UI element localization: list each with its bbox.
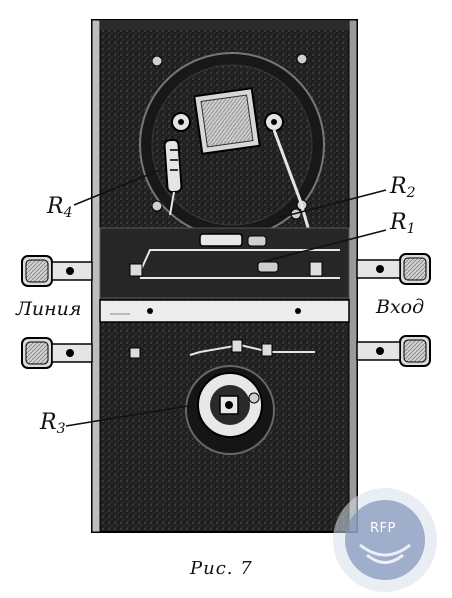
watermark-badge <box>333 488 437 592</box>
label-input: Вход <box>376 296 425 318</box>
r3-leader <box>65 405 189 427</box>
label-r2: R2 <box>390 174 416 201</box>
bnc-connector-icon <box>21 253 431 369</box>
label-r1: R1 <box>390 210 416 237</box>
label-line: Линия <box>16 298 82 320</box>
potentiometer-icon <box>129 339 315 455</box>
middle-board <box>99 208 350 299</box>
figure-caption: Рис. 7 <box>190 558 253 579</box>
watermark-text: RFP <box>370 521 396 536</box>
leader-lines <box>65 169 387 427</box>
r4-leader <box>73 169 161 206</box>
label-r4: R4 <box>47 194 73 221</box>
divider-strip <box>99 299 350 323</box>
resistor-icon <box>163 138 183 216</box>
r2-leader <box>277 189 387 219</box>
label-r3: R3 <box>40 410 66 437</box>
r1-leader <box>261 229 387 263</box>
transformer-icon <box>139 52 325 263</box>
